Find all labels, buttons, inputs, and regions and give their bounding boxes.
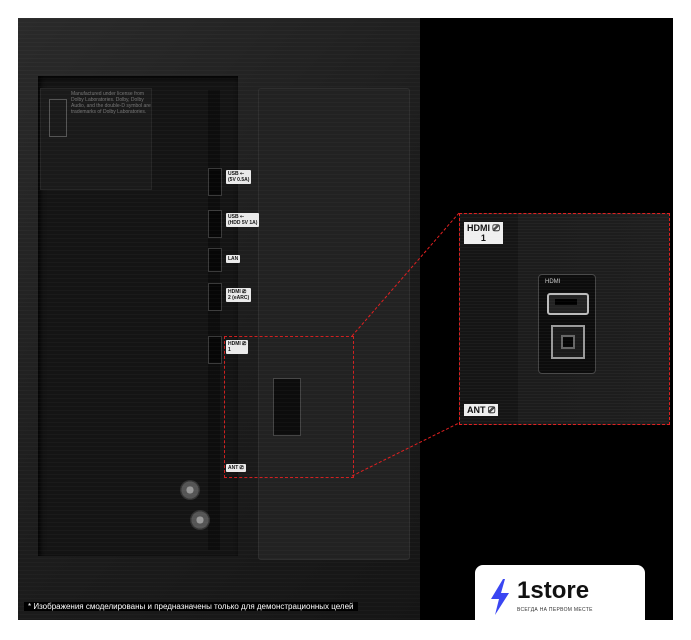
zoom-label-strip xyxy=(460,214,518,424)
tv-rear-scene: Manufactured under license from Dolby La… xyxy=(18,18,673,620)
zoom-ant-label: ANT ⎚ xyxy=(464,404,499,416)
hdmi-port-icon xyxy=(547,293,589,315)
connector-lines xyxy=(351,212,460,477)
optical-port-icon xyxy=(551,325,585,359)
brand-tagline: ВСЕГДА НА ПЕРВОМ МЕСТЕ xyxy=(517,607,593,613)
zoom-inset: HDMI ⎚ 1 ANT ⎚ HDMI xyxy=(459,213,670,425)
zoom-port-frame: HDMI xyxy=(538,274,596,374)
hdmi-tag: HDMI xyxy=(545,279,561,285)
brand-name: 1store xyxy=(517,577,590,604)
tv-back-panel: Manufactured under license from Dolby La… xyxy=(18,18,420,620)
disclaimer-caption: * Изображения смоделированы и предназнач… xyxy=(24,602,358,611)
brand-badge: 1store ВСЕГДА НА ПЕРВОМ МЕСТЕ xyxy=(475,565,645,629)
zoom-hdmi1-label: HDMI ⎚ 1 xyxy=(464,222,503,244)
lightning-icon xyxy=(491,579,509,615)
